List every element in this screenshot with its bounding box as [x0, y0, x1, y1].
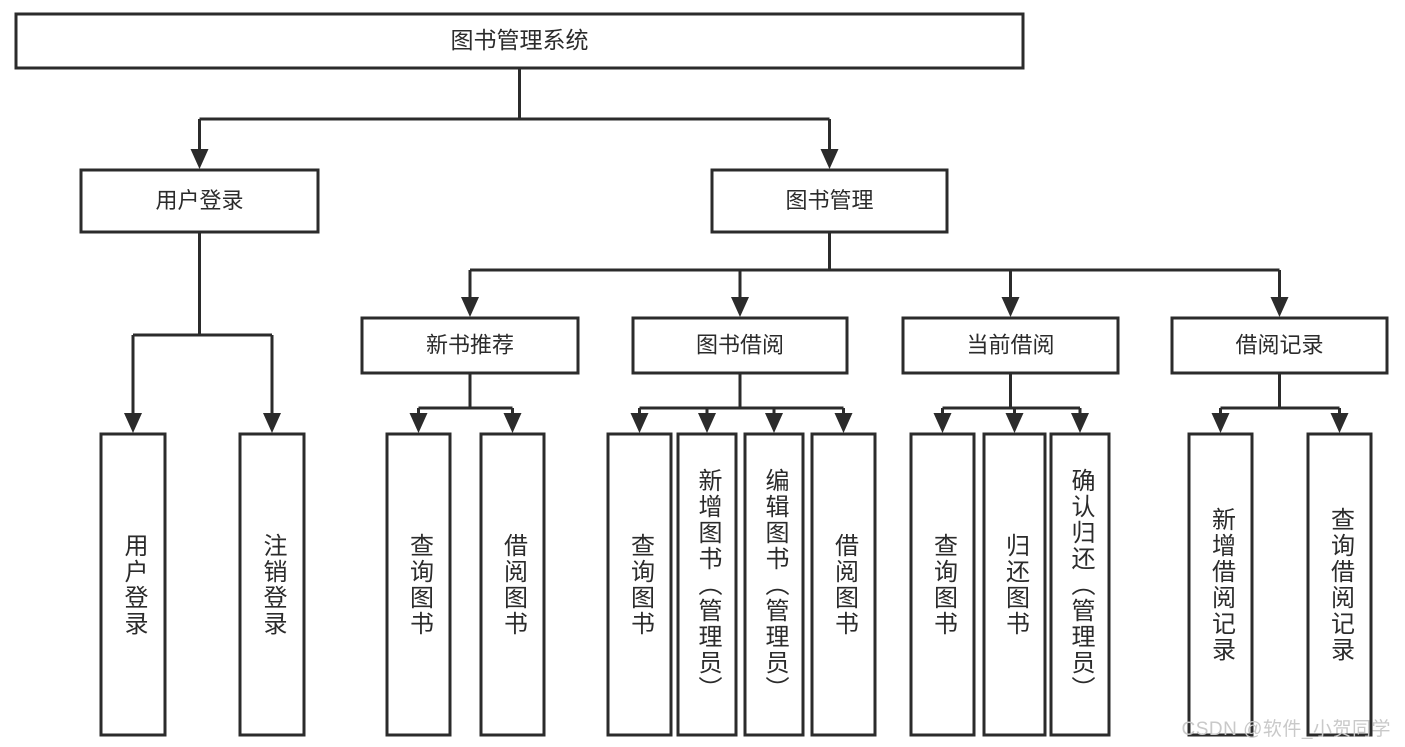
- arrow-head-icon: [1071, 413, 1089, 433]
- level3-box-2[interactable]: [901, 316, 1120, 375]
- level3-box-1[interactable]: [631, 316, 849, 375]
- level3-label-2: 当前借阅: [966, 332, 1054, 357]
- arrow-head-icon: [1330, 413, 1349, 433]
- level2-box-1[interactable]: [710, 168, 949, 234]
- arrow-head-icon: [765, 413, 783, 433]
- leaf-box-10[interactable]: [1049, 432, 1111, 737]
- arrow-head-icon: [124, 413, 142, 433]
- arrow-head-icon: [834, 413, 853, 433]
- arrow-head-icon: [731, 297, 749, 317]
- level3-label-3: 借阅记录: [1235, 332, 1323, 357]
- leaf-box-11[interactable]: [1187, 432, 1254, 737]
- arrow-head-icon: [1211, 413, 1230, 433]
- level3-label-0: 新书推荐: [426, 332, 514, 357]
- leaf-box-4[interactable]: [606, 432, 673, 737]
- arrow-head-icon: [1005, 413, 1024, 433]
- arrow-head-icon: [409, 413, 428, 433]
- arrow-head-icon: [263, 413, 281, 433]
- leaf-box-7[interactable]: [810, 432, 877, 737]
- arrow-head-icon: [461, 297, 479, 317]
- level3-box-3[interactable]: [1170, 316, 1389, 375]
- arrow-head-icon: [698, 413, 716, 433]
- arrow-head-icon: [1270, 297, 1289, 317]
- leaf-box-9[interactable]: [982, 432, 1047, 737]
- leaf-box-5[interactable]: [676, 432, 738, 737]
- leaf-box-12[interactable]: [1306, 432, 1373, 737]
- leaf-box-0[interactable]: [99, 432, 167, 737]
- arrow-head-icon: [1001, 297, 1020, 317]
- level3-box-0[interactable]: [360, 316, 580, 375]
- level2-box-0[interactable]: [79, 168, 320, 234]
- level2-label-0: 用户登录: [155, 188, 243, 213]
- leaf-box-6[interactable]: [743, 432, 805, 737]
- leaf-box-3[interactable]: [479, 432, 546, 737]
- connector-layer: [124, 68, 1349, 433]
- level3-label-1: 图书借阅: [696, 332, 784, 357]
- arrow-head-icon: [630, 413, 649, 433]
- arrow-head-icon: [190, 149, 209, 169]
- csdn-watermark: CSDN @软件_小贺同学: [1181, 719, 1391, 740]
- arrow-head-icon: [503, 413, 522, 433]
- arrow-head-icon: [933, 413, 952, 433]
- leaf-box-2[interactable]: [385, 432, 452, 737]
- root-box-0[interactable]: [14, 12, 1025, 70]
- leaf-box-8[interactable]: [909, 432, 976, 737]
- root-label-0: 图书管理系统: [451, 27, 589, 53]
- leaf-box-1[interactable]: [238, 432, 306, 737]
- level2-label-1: 图书管理: [785, 188, 873, 213]
- arrow-head-icon: [820, 149, 839, 169]
